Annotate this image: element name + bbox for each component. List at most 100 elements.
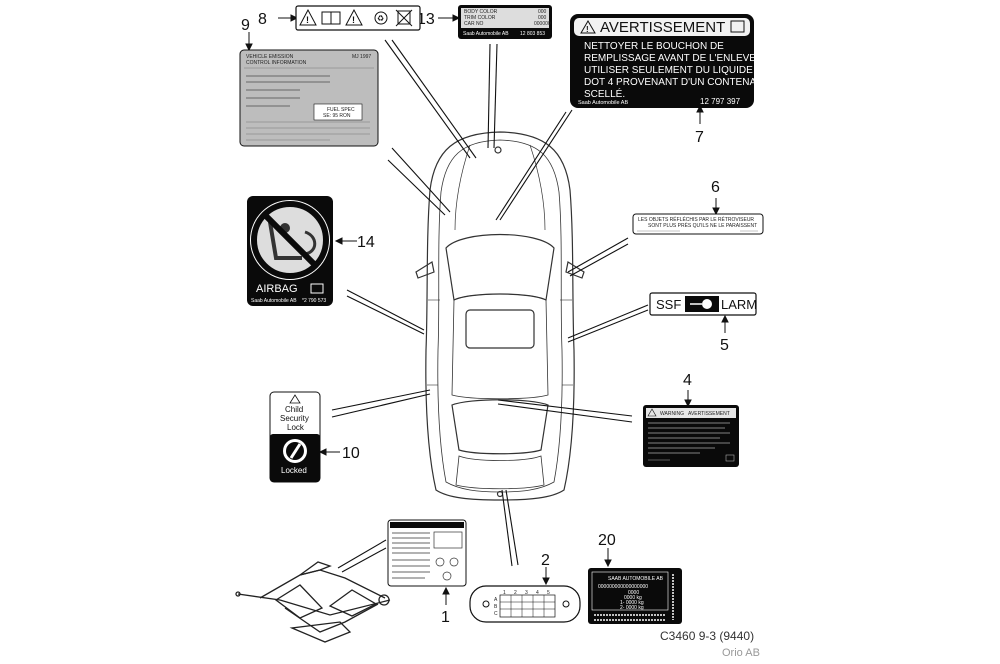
svg-text:Locked: Locked (281, 466, 307, 475)
callout-4: 4 (683, 372, 692, 389)
leader-14b (346, 295, 425, 335)
svg-text:SAAB AUTOMOBILE AB: SAAB AUTOMOBILE AB (608, 576, 664, 582)
callout-8: 8 (258, 11, 267, 28)
car-filler-cap (494, 146, 502, 154)
callout-20: 20 (598, 532, 616, 549)
warning-triangle-icon (299, 8, 317, 26)
callout-6: 6 (711, 179, 720, 196)
svg-text:5: 5 (547, 590, 550, 596)
svg-text:Child: Child (285, 405, 303, 414)
label-1-jack-instruction (387, 519, 467, 587)
callout-10: 10 (342, 445, 360, 462)
label-14-airbag-label: AIRBAG Saab Automobile AB *2 790 573 (247, 196, 333, 306)
callout-13: 13 (417, 11, 435, 28)
car-top-view (415, 131, 585, 501)
warning-triangle-icon (647, 408, 657, 417)
svg-text:BODY COLOR: BODY COLOR (464, 9, 498, 15)
leader-13 (487, 43, 491, 149)
label-4-warning-label: WARNING AVERTISSEMENT (643, 405, 739, 467)
svg-text:Saab Automobile AB: Saab Automobile AB (463, 31, 509, 37)
leader-4 (497, 399, 633, 417)
leader-7b (495, 111, 567, 221)
leader-6b (569, 243, 629, 277)
car-hood-line-right (529, 144, 546, 231)
svg-text:2- 0000 kg: 2- 0000 kg (620, 605, 644, 611)
car-jack-pictogram (433, 531, 463, 549)
svg-text:000: 000 (538, 15, 547, 21)
label-2-grid-plate: 1 2 3 4 5 A B C (469, 585, 581, 623)
leader-6 (567, 237, 629, 273)
svg-text:000000: 000000 (534, 21, 551, 27)
svg-text:C: C (494, 611, 498, 617)
svg-text:SSF: SSF (656, 297, 681, 312)
svg-text:AVERTISSEMENT: AVERTISSEMENT (600, 19, 725, 36)
svg-text:CONTROL INFORMATION: CONTROL INFORMATION (246, 60, 307, 66)
callout-9: 9 (241, 17, 250, 34)
callout-14: 14 (357, 234, 375, 251)
callout-2: 2 (541, 552, 550, 569)
manual-book-icon (730, 20, 745, 33)
svg-text:2: 2 (514, 590, 517, 596)
leader-1b (341, 547, 387, 573)
svg-text:SONT PLUS PRÈS QU'ILS NE LE PA: SONT PLUS PRÈS QU'ILS NE LE PARAISSENT (648, 222, 757, 229)
fuel-spec-box (313, 103, 363, 121)
leader-2 (505, 489, 519, 566)
leader-14 (346, 289, 425, 331)
label-10-child-lock-label: Child Security Lock Locked (269, 391, 321, 483)
svg-text:A: A (494, 597, 498, 603)
svg-text:000000000000000000: 000000000000000000 (598, 584, 648, 590)
leader-8 (384, 39, 471, 159)
svg-text:!: ! (352, 15, 355, 25)
recycle-icon (374, 11, 388, 25)
leader-8b (391, 39, 477, 159)
car-roof (451, 293, 549, 400)
svg-text:1: 1 (503, 590, 506, 596)
svg-text:CAR NO: CAR NO (464, 21, 484, 27)
svg-text:000: 000 (538, 9, 547, 15)
svg-text:DOT 4 PROVENANT D'UN CONTENANT: DOT 4 PROVENANT D'UN CONTENANT (584, 77, 769, 88)
svg-text:B: B (494, 604, 498, 610)
car-windshield (445, 233, 555, 301)
svg-text:3: 3 (525, 590, 528, 596)
svg-text:Security: Security (280, 414, 309, 423)
svg-text:Saab Automobile AB: Saab Automobile AB (251, 298, 297, 304)
car-rear-window (451, 399, 549, 455)
svg-text:TRIM COLOR: TRIM COLOR (464, 15, 496, 21)
svg-text:♻: ♻ (377, 14, 384, 23)
svg-text:*2 790 573: *2 790 573 (302, 298, 326, 304)
callout-numbers: 8 9 13 7 6 14 5 4 10 20 2 1 (241, 11, 729, 626)
label-6-mirror-label: LES OBJETS RÉFLÉCHIS PAR LE RÉTROVISEUR … (632, 213, 764, 235)
callout-1: 1 (441, 609, 450, 626)
leader-lines (331, 39, 649, 573)
svg-text:UTILISER SEULEMENT DU LIQUIDE: UTILISER SEULEMENT DU LIQUIDE (584, 65, 753, 76)
leader-9b (391, 147, 451, 213)
label-9-emission-label: VEHICLE EMISSION CONTROL INFORMATION MJ … (239, 49, 379, 147)
svg-text:12 797 397: 12 797 397 (700, 97, 741, 106)
svg-text:VEHICLE EMISSION: VEHICLE EMISSION (246, 54, 294, 60)
leader-5 (567, 304, 649, 339)
diagram-code-caption: C3460 9-3 (9440) (660, 629, 754, 643)
leader-1 (337, 539, 387, 569)
leader-10b (331, 393, 431, 418)
car-trunk (455, 455, 545, 490)
label-5-alarm-label: SSF LARM (649, 292, 757, 316)
svg-text:0000: 0000 (628, 590, 639, 596)
leader-2b (501, 489, 513, 567)
callout-pointers (245, 14, 729, 605)
svg-text:4: 4 (536, 590, 539, 596)
scissor-jack (235, 561, 391, 643)
warning-triangle-icon (580, 20, 596, 34)
label-8-symbol-strip: ! ! ♻ (295, 5, 421, 31)
svg-text:LARM: LARM (721, 297, 757, 312)
car-body-inner (437, 139, 563, 493)
leader-9 (387, 159, 446, 216)
car-body-outline (425, 131, 575, 501)
diagram-company-caption: Orio AB (722, 647, 760, 659)
svg-text:REMPLISSAGE AVANT DE L'ENLEVER: REMPLISSAGE AVANT DE L'ENLEVER. (584, 53, 766, 64)
car-mirror-right (565, 261, 585, 279)
leader-13b (493, 43, 498, 149)
leader-10 (331, 389, 431, 411)
label-13-color-plate: BODY COLOR 000 TRIM COLOR 000 CAR NO 000… (458, 5, 552, 39)
svg-text:12 803 853: 12 803 853 (520, 31, 545, 37)
